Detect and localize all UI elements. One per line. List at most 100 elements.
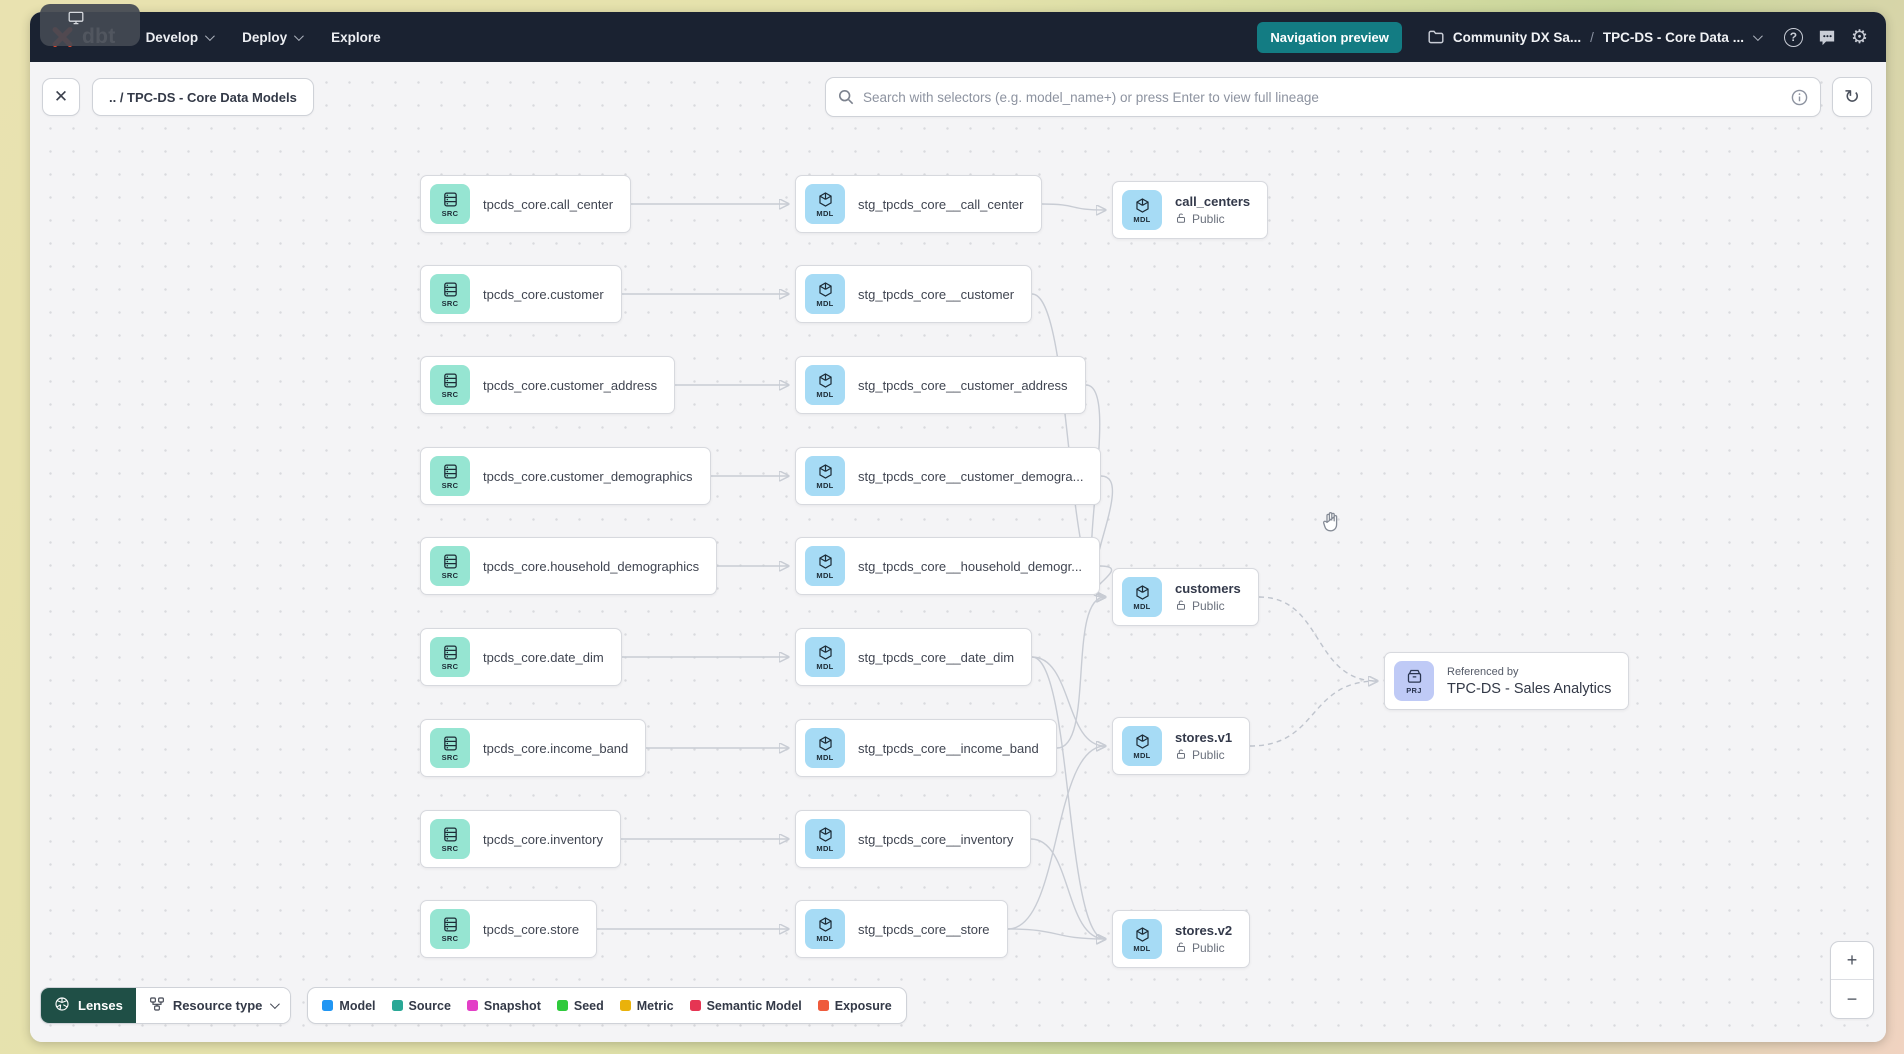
legend-swatch (817, 1000, 829, 1011)
model-icon: MDL (805, 546, 845, 586)
node-access-badge: Public (1175, 212, 1250, 227)
unlock-icon (1175, 941, 1187, 956)
model-icon: MDL (1122, 577, 1162, 617)
tile-label: SRC (441, 480, 459, 490)
node-title: tpcds_core.call_center (483, 196, 614, 212)
info-icon[interactable] (1791, 89, 1808, 106)
chevron-down-icon (294, 30, 304, 41)
legend-label: Seed (573, 998, 604, 1013)
unlock-icon (1175, 599, 1187, 614)
close-lineage-button[interactable]: ✕ (42, 78, 80, 116)
tile-label: SRC (441, 389, 459, 399)
model-icon: MDL (1122, 919, 1162, 959)
node-title: TPC-DS - Sales Analytics (1447, 680, 1612, 697)
legend-label: Source (408, 998, 451, 1013)
navigation-preview-button[interactable]: Navigation preview (1257, 21, 1402, 53)
legend-item-source: Source (391, 998, 451, 1013)
tile-label: SRC (441, 933, 459, 943)
node-access-badge: Public (1175, 748, 1232, 763)
screen-share-tab (40, 4, 140, 46)
feedback-icon[interactable] (1818, 29, 1836, 46)
tile-label: PRJ (1406, 685, 1422, 695)
model-icon: MDL (805, 184, 845, 224)
tile-label: MDL (816, 208, 834, 218)
legend-item-metric: Metric (619, 999, 674, 1013)
tile-label: MDL (816, 933, 834, 943)
model-icon: MDL (1122, 190, 1162, 230)
legend-swatch (689, 1000, 701, 1011)
tile-label: MDL (816, 752, 834, 762)
navbar-menus: Develop Deploy Explore (146, 30, 381, 45)
node-access-badge: Public (1175, 941, 1232, 956)
access-label: Public (1192, 212, 1225, 226)
legend-swatch (322, 1000, 334, 1011)
hand-cursor (1319, 510, 1343, 539)
nav-menu-label: Develop (145, 29, 199, 45)
node-title: stg_tpcds_core__customer_address (858, 377, 1068, 393)
project-breadcrumb: Community DX Sa... / TPC-DS - Core Data … (1428, 29, 1763, 45)
tile-label: MDL (1133, 214, 1151, 224)
tile-label: SRC (441, 570, 459, 580)
help-icon[interactable]: ? (1783, 27, 1803, 47)
chevron-down-icon (270, 999, 281, 1010)
tile-label: MDL (1133, 943, 1151, 953)
node-title: call_centers (1175, 193, 1251, 209)
tile-label: SRC (441, 843, 459, 853)
chevron-down-icon[interactable] (1752, 30, 1763, 41)
chevron-down-icon (205, 30, 215, 41)
legend-label: Exposure (834, 998, 892, 1013)
zoom-out-button[interactable]: − (1846, 988, 1858, 1009)
lenses-button[interactable]: Lenses (41, 988, 136, 1023)
account-name[interactable]: Community DX Sa... (1452, 29, 1582, 45)
legend-label: Semantic Model (706, 998, 802, 1013)
gear-icon[interactable]: ⚙ (1850, 26, 1868, 48)
refresh-lineage-button[interactable]: ↻ (1832, 77, 1872, 117)
nav-menu-develop[interactable]: Develop (145, 29, 215, 45)
folder-icon (1428, 30, 1444, 44)
legend-label: Snapshot (483, 998, 541, 1013)
graph-node-src1[interactable]: SRC tpcds_core.call_center (420, 175, 632, 233)
nav-menu-deploy[interactable]: Deploy (242, 30, 304, 45)
tile-label: MDL (816, 480, 834, 490)
resource-type-button[interactable]: Resource type (135, 988, 291, 1023)
lineage-breadcrumb[interactable]: .. / TPC-DS - Core Data Models (92, 78, 314, 116)
search-input[interactable] (863, 89, 1782, 105)
lens-control-group: Lenses Resource type (40, 987, 292, 1024)
legend-item-semantic-model: Semantic Model (689, 998, 802, 1013)
zoom-controls: + − (1830, 941, 1874, 1019)
source-icon: SRC (430, 184, 470, 224)
model-icon: MDL (805, 728, 845, 768)
nav-menu-explore[interactable]: Explore (331, 30, 381, 45)
zoom-in-button[interactable]: + (1831, 942, 1873, 980)
legend-swatch (619, 1000, 631, 1011)
model-icon: MDL (1122, 726, 1162, 766)
legend-swatch (556, 1000, 568, 1011)
project-name[interactable]: TPC-DS - Core Data ... (1602, 29, 1744, 45)
tile-label: MDL (816, 661, 834, 671)
